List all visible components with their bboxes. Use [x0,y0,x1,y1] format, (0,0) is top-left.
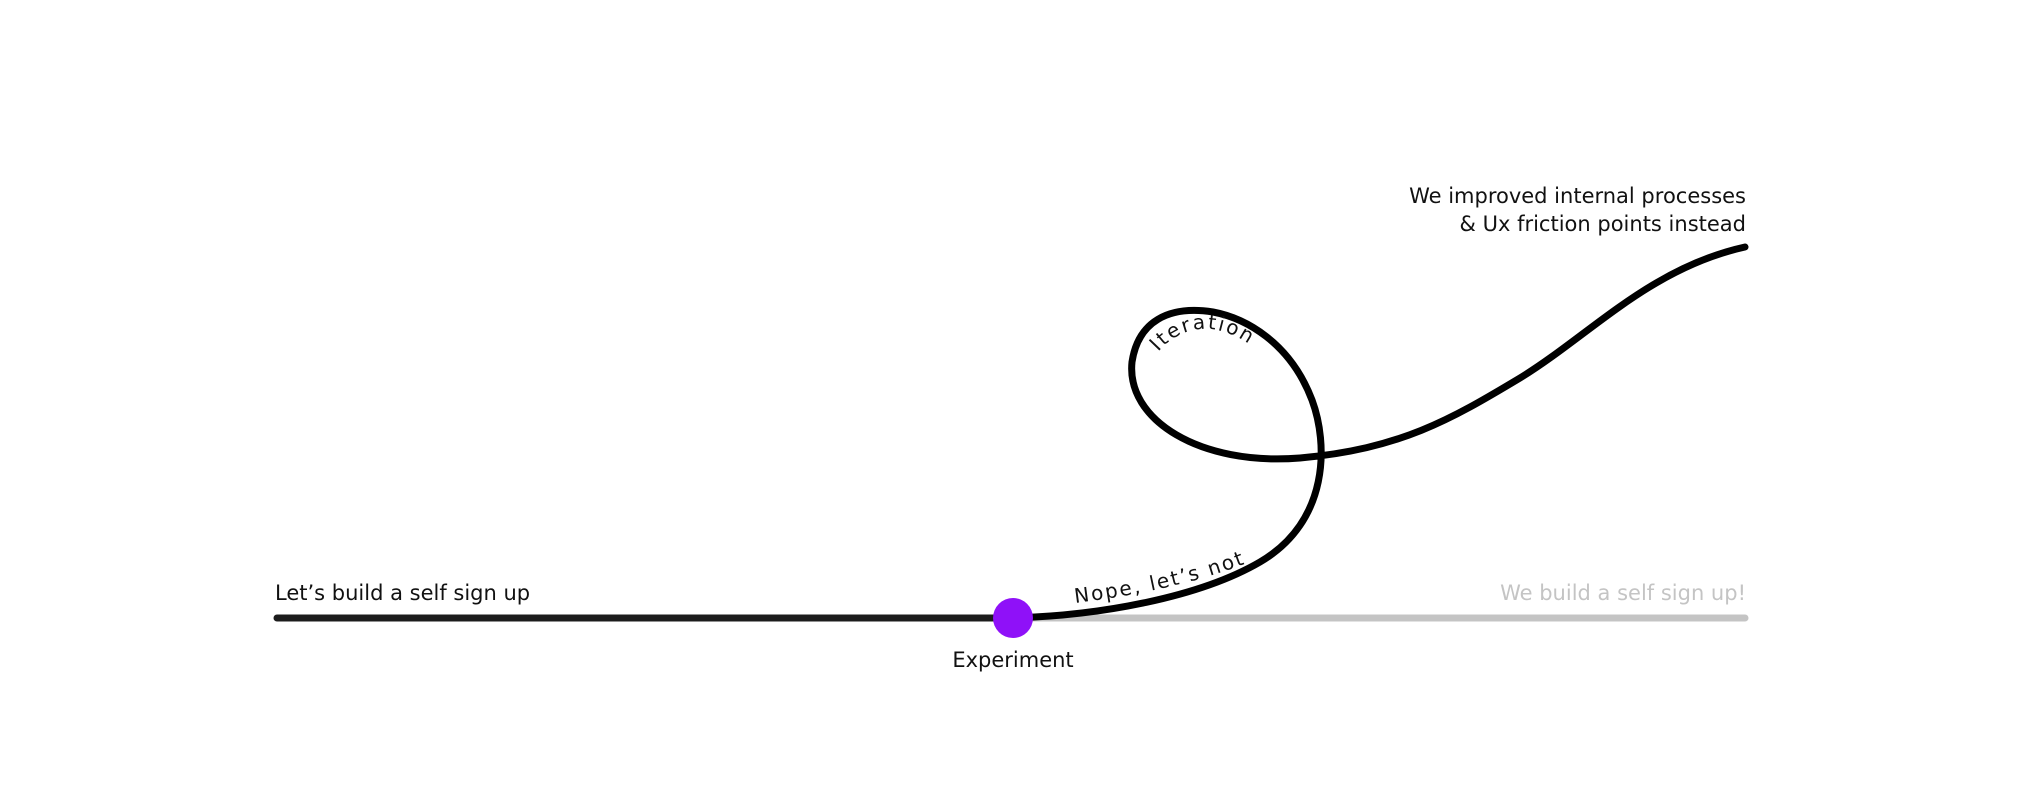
actual-outcome-line-1: We improved internal processes [1409,184,1746,208]
actual-outcome-line-2: & Ux friction points instead [1459,212,1746,236]
start-label: Let’s build a self sign up [275,581,531,605]
expected-outcome-label: We build a self sign up! [1500,581,1746,605]
actual-outcome-label: We improved internal processes & Ux fric… [1409,182,1746,238]
experiment-dot [993,598,1033,638]
actual-path-curve [1006,243,1749,622]
experiment-label: Experiment [952,648,1074,672]
